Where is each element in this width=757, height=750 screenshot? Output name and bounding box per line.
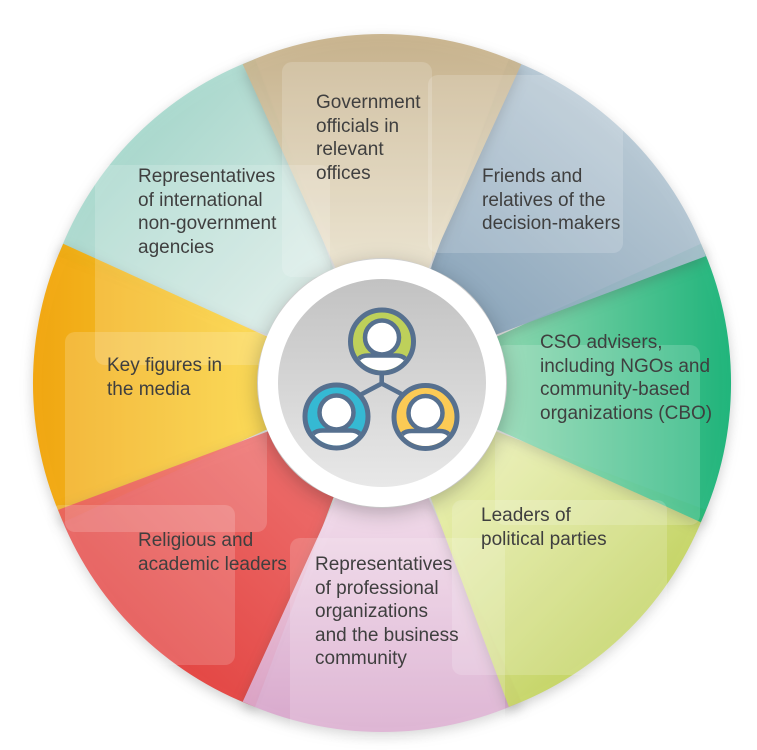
segment-government-officials-wedge xyxy=(242,33,522,269)
sheen-international-ngo xyxy=(95,165,330,365)
sheen-professional xyxy=(290,538,505,738)
segment-label-media-key-figures: Key figures in the media xyxy=(107,355,223,400)
segment-label-international-ngo: Representatives of international non-gov… xyxy=(138,166,277,258)
segment-label-religious-academic-leaders: Religious and academic leaders xyxy=(138,530,287,575)
sheen-religious xyxy=(50,505,235,665)
segment-media-key-figures-wedge xyxy=(32,243,268,523)
segment-international-ngo-representatives-wedge xyxy=(58,59,334,335)
sheen-cso xyxy=(495,345,700,525)
people-network-icon xyxy=(302,307,460,451)
person-head xyxy=(362,318,402,357)
person-avatar-left xyxy=(302,382,371,451)
segment-religious-academic-leaders-wedge xyxy=(58,431,334,707)
sheen-government xyxy=(282,62,432,277)
segment-sheens xyxy=(50,62,700,738)
person-avatar-right xyxy=(391,383,460,451)
segment-cso-advisers-wedge xyxy=(496,243,732,523)
person-head xyxy=(406,393,445,433)
segment-label-political-party-leaders: Leaders of political parties xyxy=(481,505,607,550)
sheen-political xyxy=(452,500,667,675)
wheel-segments xyxy=(32,33,732,733)
segment-professional-organizations-wedge xyxy=(242,497,522,733)
segment-friends-relatives-wedge xyxy=(430,59,706,335)
segment-political-party-leaders-wedge xyxy=(430,431,706,707)
segment-label-friends-relatives: Friends and relatives of the decision-ma… xyxy=(482,166,621,234)
segment-label-government-officials: Government officials in relevant offices xyxy=(316,92,421,184)
person-avatar-top xyxy=(348,307,416,376)
sheen-media xyxy=(65,332,267,532)
segment-label-cso-advisers: CSO advisers, including NGOs and communi… xyxy=(540,332,713,424)
segment-label-professional-organizations: Representatives of professional organiza… xyxy=(315,554,459,669)
person-head xyxy=(317,393,356,432)
sheen-friends xyxy=(428,75,623,253)
